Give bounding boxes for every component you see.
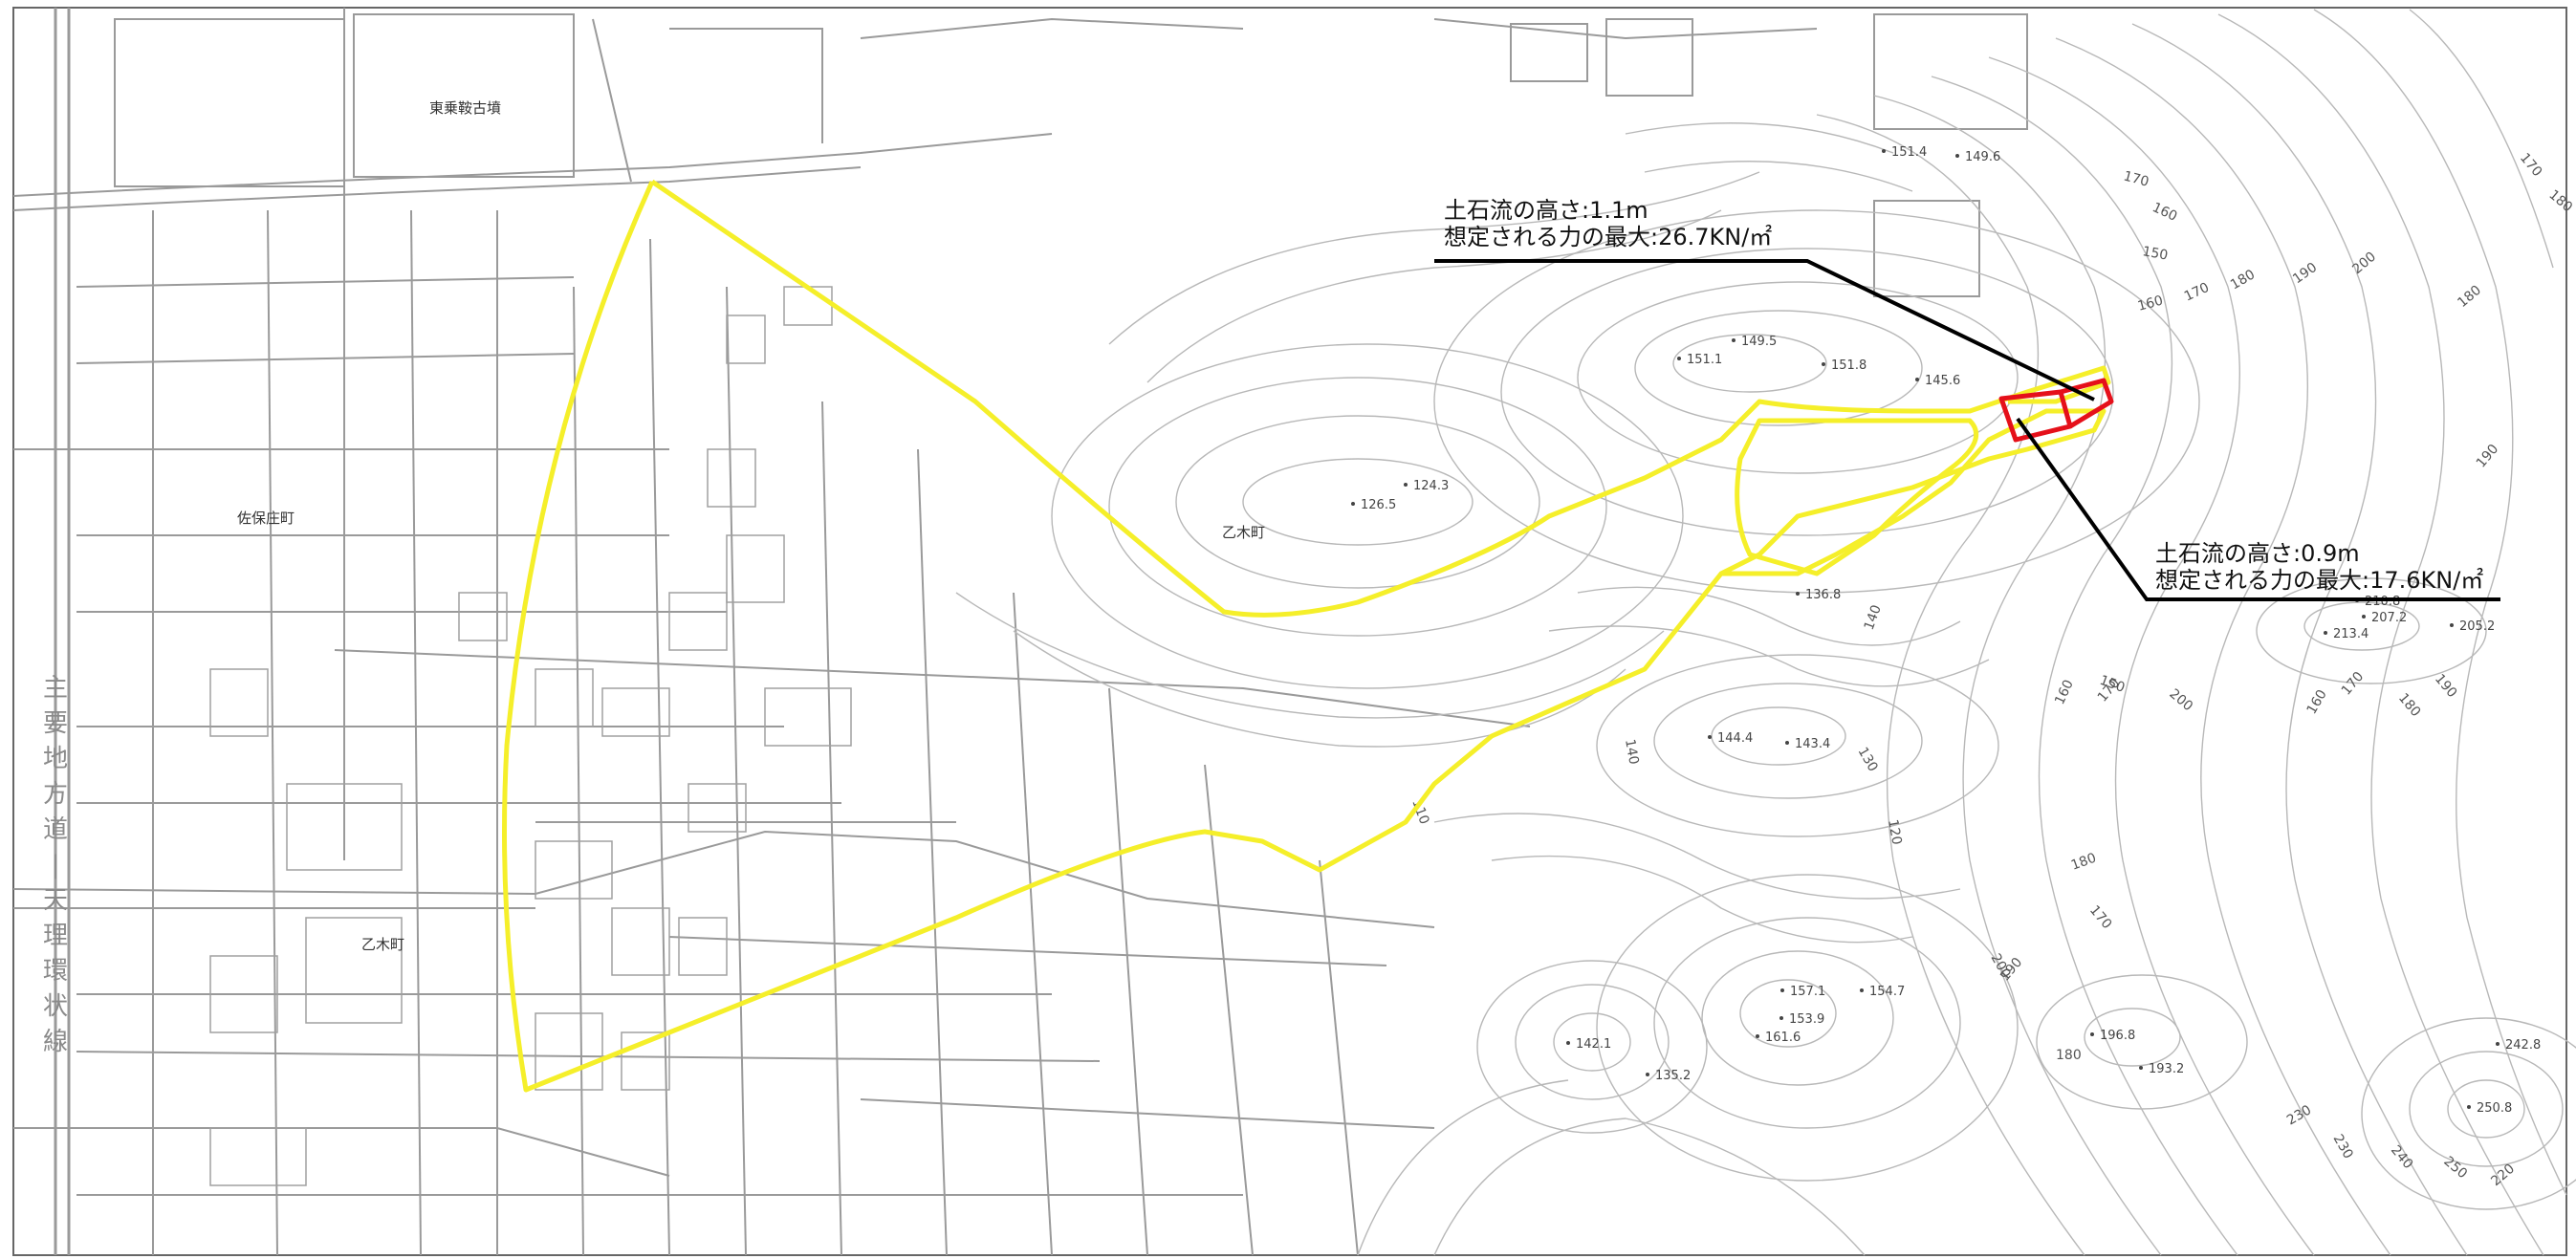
hazard-zone-boundaries <box>502 179 2111 1093</box>
zone-boundary-west <box>502 180 2107 1093</box>
spot-height-label: 145.6 <box>1925 374 1960 388</box>
spot-height-label: 242.8 <box>2505 1038 2541 1053</box>
spot-height-label: 210.8 <box>2365 595 2400 609</box>
spot-height-label: 161.6 <box>1765 1031 1801 1045</box>
spot-height-dot <box>1780 988 1784 992</box>
spot-height-dot <box>1404 483 1408 487</box>
spot-height-label: 154.7 <box>1869 985 1905 999</box>
callout-lower: 土石流の高さ:0.9m 想定される力の最大:17.6KN/㎡ <box>2016 417 2500 601</box>
spot-height-label: 205.2 <box>2459 619 2495 634</box>
zone-boundary-outer <box>650 179 2111 618</box>
spot-height-label: 136.8 <box>1805 588 1841 602</box>
spot-height-dot <box>2450 623 2454 627</box>
callout-upper-height: 土石流の高さ:1.1m <box>1444 197 1648 224</box>
spot-height-dot <box>2324 631 2327 635</box>
spot-height-dot <box>2139 1066 2143 1070</box>
spot-height-label: 151.4 <box>1891 145 1927 160</box>
callout-lower-leader <box>2016 417 2500 601</box>
spot-height-dot <box>1955 154 1959 158</box>
spot-height-dot <box>1566 1041 1570 1045</box>
spot-height-dot <box>1915 378 1919 381</box>
contour-label: 150 <box>2141 244 2169 263</box>
spot-height-dot <box>1860 988 1864 992</box>
spot-height-label: 157.1 <box>1790 985 1825 999</box>
callout-upper-leader <box>1434 259 2095 402</box>
spot-height-label: 149.5 <box>1741 335 1777 349</box>
road-label-tenri-ring-road: 主要地方道|天理環状線 <box>43 674 68 1056</box>
spot-height-dot <box>1677 357 1681 360</box>
spot-height-dot <box>2496 1042 2500 1046</box>
spot-height-dot <box>2090 1032 2094 1036</box>
zone-boundary-inner <box>1735 418 1979 576</box>
spot-heights: 151.4 149.6 149.5 151.1 151.8 145.6 124.3 126.5… <box>1351 145 2541 1116</box>
spot-height-dot <box>1822 362 1825 366</box>
callout-lower-height: 土石流の高さ:0.9m <box>2155 540 2360 567</box>
callout-upper: 土石流の高さ:1.1m 想定される力の最大:26.7KN/㎡ <box>1434 197 2095 402</box>
spot-height-label: 143.4 <box>1795 737 1830 751</box>
spot-height-label: 126.5 <box>1361 498 1396 512</box>
spot-height-label: 250.8 <box>2477 1101 2512 1116</box>
red-hazard-zone <box>1998 378 2114 443</box>
spot-height-label: 149.6 <box>1965 150 2000 164</box>
spot-height-label: 213.4 <box>2333 627 2369 641</box>
contour-label: 170 <box>2122 168 2150 189</box>
spot-height-dot <box>1779 1016 1783 1020</box>
contour-label: 120 <box>1885 818 1904 846</box>
spot-height-dot <box>1882 149 1886 153</box>
spot-height-dot <box>1785 741 1789 745</box>
spot-height-label: 142.1 <box>1576 1037 1611 1052</box>
contour-label: 160 <box>2136 293 2165 314</box>
spot-height-dot <box>1708 735 1712 739</box>
spot-height-label: 151.1 <box>1687 353 1722 367</box>
spot-height-label: 153.9 <box>1789 1012 1824 1027</box>
spot-height-dot <box>1646 1073 1649 1076</box>
spot-height-label: 124.3 <box>1413 479 1449 493</box>
spot-height-label: 135.2 <box>1655 1069 1691 1083</box>
building-blocks <box>209 286 852 1186</box>
contour-label: 180 <box>2056 1048 2082 1063</box>
contour-label: 140 <box>1622 738 1641 766</box>
spot-height-label: 196.8 <box>2100 1029 2135 1043</box>
spot-height-dot <box>1756 1034 1759 1038</box>
spot-height-dot <box>1351 502 1355 506</box>
spot-height-label: 207.2 <box>2371 611 2407 625</box>
spot-height-label: 193.2 <box>2149 1062 2184 1076</box>
place-name-kofun: 東乗鞍古墳 <box>429 99 501 117</box>
callout-upper-force: 想定される力の最大:26.7KN/㎡ <box>1444 224 1772 250</box>
road-network <box>12 8 2028 1256</box>
place-name-sahoshou: 佐保庄町 <box>237 510 295 527</box>
road-label-text: 主要地方道|天理環状線 <box>43 674 68 1056</box>
contour-lines <box>955 9 2576 1256</box>
place-name-otogi-north: 乙木町 <box>1222 524 1265 541</box>
callout-lower-force: 想定される力の最大:17.6KN/㎡ <box>2155 567 2483 594</box>
spot-height-label: 144.4 <box>1717 731 1753 746</box>
spot-height-dot <box>2362 615 2366 619</box>
spot-height-dot <box>2467 1105 2471 1109</box>
spot-height-dot <box>1796 592 1800 596</box>
place-name-otogi-south: 乙木町 <box>361 936 404 953</box>
spot-height-dot <box>1732 338 1736 342</box>
spot-height-label: 151.8 <box>1831 358 1867 373</box>
